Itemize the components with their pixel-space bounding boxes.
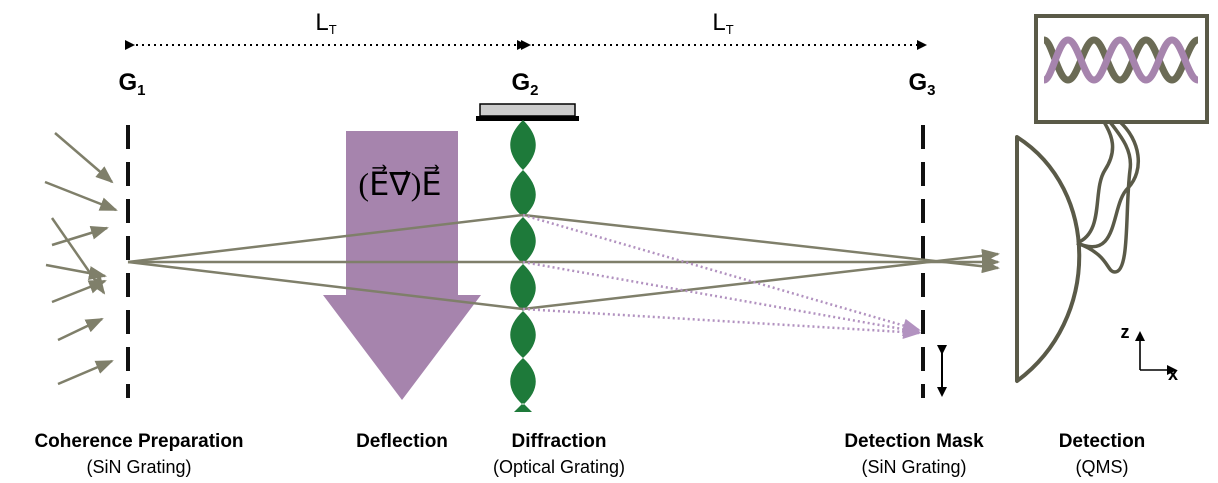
axes-indicator xyxy=(1135,331,1177,375)
grating-label-g1: G1 xyxy=(118,69,146,99)
distance-label-right: LT xyxy=(712,9,734,37)
stage-title-detection: Detection xyxy=(1058,431,1146,452)
stage-title-detection-mask: Detection Mask xyxy=(844,431,984,452)
standing-wave xyxy=(510,120,536,412)
beam-paths xyxy=(127,213,1000,311)
axis-label-z: z xyxy=(1120,322,1130,342)
stage-title-diffraction: Diffraction xyxy=(511,431,607,452)
signal-cable-lower xyxy=(1076,120,1133,274)
distance-label-left: LT xyxy=(315,9,337,37)
signal-wave-purple xyxy=(1042,36,1200,84)
axis-label-x: x xyxy=(1167,364,1179,384)
deflection-arrow xyxy=(323,131,481,400)
stage-subtitle-diffraction: (Optical Grating) xyxy=(492,457,626,477)
stage-subtitle-detection: (QMS) xyxy=(1075,457,1129,477)
signal-monitor xyxy=(1034,14,1209,124)
mirror xyxy=(476,103,579,121)
stage-subtitle-detection-mask: (SiN Grating) xyxy=(861,457,967,477)
deflected-paths xyxy=(522,213,921,340)
stage-title-deflection: Deflection xyxy=(356,431,448,452)
grating-label-g2: G2 xyxy=(511,69,539,99)
stage-title-coherence: Coherence Preparation xyxy=(34,431,244,452)
stage-subtitle-coherence: (SiN Grating) xyxy=(86,457,192,477)
detector-dish xyxy=(1015,135,1082,383)
incoming-beams xyxy=(44,132,118,386)
deflection-formula: (E⃗∇⃗)E⃗ xyxy=(358,166,442,202)
signal-wave-olive xyxy=(1042,36,1200,84)
grating-label-g3: G3 xyxy=(908,69,936,99)
